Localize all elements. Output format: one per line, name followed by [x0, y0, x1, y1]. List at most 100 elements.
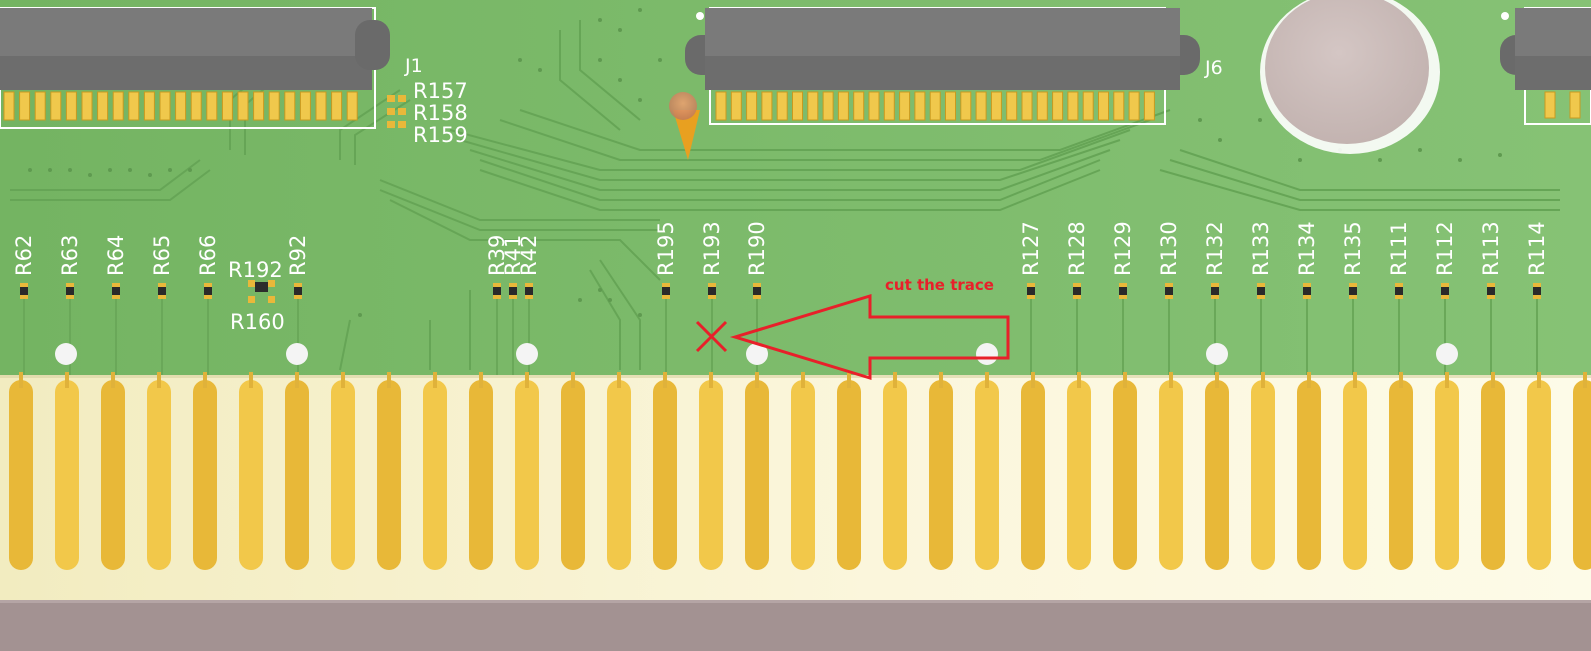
resistor-r130 [1165, 283, 1173, 299]
connector-pin [1006, 91, 1018, 121]
resistor-r65 [158, 283, 166, 299]
connector-pin [315, 91, 327, 121]
resistor-label: R42 [517, 235, 541, 276]
resistor-r63 [66, 283, 74, 299]
connector-pin [822, 91, 834, 121]
component-r192-r160 [248, 280, 275, 303]
connector-pin [112, 91, 124, 121]
edge-finger [929, 380, 953, 570]
x-mark-icon [695, 320, 728, 353]
resistor-label: R127 [1019, 221, 1043, 276]
resistor-label: R130 [1157, 221, 1181, 276]
edge-finger [699, 380, 723, 570]
connector-pin [268, 91, 280, 121]
connector-pin [331, 91, 343, 121]
resistor-label: R128 [1065, 221, 1089, 276]
resistor-r134 [1303, 283, 1311, 299]
connector-j1-pins [3, 91, 358, 121]
connector-pin [1098, 91, 1109, 121]
resistor-label: R193 [700, 221, 724, 276]
edge-finger [1159, 380, 1183, 570]
silk-label-r158: R158 [413, 101, 468, 125]
edge-finger [883, 380, 907, 570]
connector-pin [990, 91, 1002, 121]
connector-j1 [0, 7, 390, 129]
resistor-label: R63 [58, 235, 82, 276]
connector-pin [3, 91, 15, 121]
connector-pin [1067, 91, 1079, 121]
resistor-label: R92 [286, 235, 310, 276]
connector-pin [50, 91, 62, 121]
probe-marker-icon [669, 92, 700, 160]
resistor-r111 [1395, 283, 1403, 299]
edge-finger [147, 380, 171, 570]
resistor-r62 [20, 283, 28, 299]
edge-finger [101, 380, 125, 570]
resistor-label: R134 [1295, 221, 1319, 276]
connector-pin [837, 91, 849, 121]
edge-finger [653, 380, 677, 570]
silk-label-r159: R159 [413, 123, 468, 147]
edge-finger [837, 380, 861, 570]
connector-pin [128, 91, 140, 121]
connector-pin [1036, 91, 1048, 121]
resistor-label: R65 [150, 235, 174, 276]
connector-pin [1082, 91, 1094, 121]
connector-pin [143, 91, 155, 121]
edge-finger [1343, 380, 1367, 570]
annotation-group: cut the trace [695, 276, 1010, 381]
silk-label-r192: R192 [228, 258, 283, 282]
edge-finger [469, 380, 493, 570]
connector-pin [1128, 91, 1140, 121]
resistor-r132 [1211, 283, 1219, 299]
connector-pin [206, 91, 218, 121]
resistor-label: R39 [485, 235, 509, 276]
connector-label-j6: J6 [1204, 57, 1223, 79]
via-dots [28, 8, 1502, 317]
edge-finger [1481, 380, 1505, 570]
mounting-hole [1260, 0, 1440, 154]
resistor-r128 [1073, 283, 1081, 299]
connector-pin [1143, 91, 1155, 121]
connector-pin [253, 91, 265, 121]
resistor-r113 [1487, 283, 1495, 299]
connector-pin [175, 91, 187, 121]
connector-pin [221, 91, 233, 121]
edge-finger [515, 380, 539, 570]
edge-finger [1573, 380, 1591, 570]
resistor-label: R129 [1111, 221, 1135, 276]
resistor-array-pads [387, 95, 406, 128]
edge-finger [239, 380, 263, 570]
pcb-traces [10, 20, 1560, 371]
connector-pin [868, 91, 880, 121]
edge-finger [285, 380, 309, 570]
resistor-label: R111 [1387, 221, 1411, 276]
connector-pin [746, 91, 758, 121]
resistor-r135 [1349, 283, 1357, 299]
resistor-r64 [112, 283, 120, 299]
edge-finger [1205, 380, 1229, 570]
pin1-marker [696, 12, 704, 20]
connector-pin [730, 91, 742, 121]
edge-finger [975, 380, 999, 570]
connector-pin [97, 91, 109, 121]
silk-label-r160: R160 [230, 310, 285, 334]
connector-pin [1113, 91, 1125, 121]
connector-pin [190, 91, 202, 121]
connector-label-j1: J1 [404, 55, 423, 77]
connector-pin [975, 91, 987, 121]
connector-pin [1021, 91, 1033, 121]
fiducial-dots [55, 343, 1458, 365]
connector-pin [299, 91, 311, 121]
resistor-label: R195 [654, 221, 678, 276]
connector-pin [65, 91, 77, 121]
resistor-label: R112 [1433, 221, 1457, 276]
connector-pin [853, 91, 865, 121]
connector-pin [19, 91, 31, 121]
resistor-r42 [525, 283, 533, 299]
resistor-label: R64 [104, 235, 128, 276]
connector-pin [914, 91, 926, 121]
edge-finger [561, 380, 585, 570]
resistor-r114 [1533, 283, 1541, 299]
